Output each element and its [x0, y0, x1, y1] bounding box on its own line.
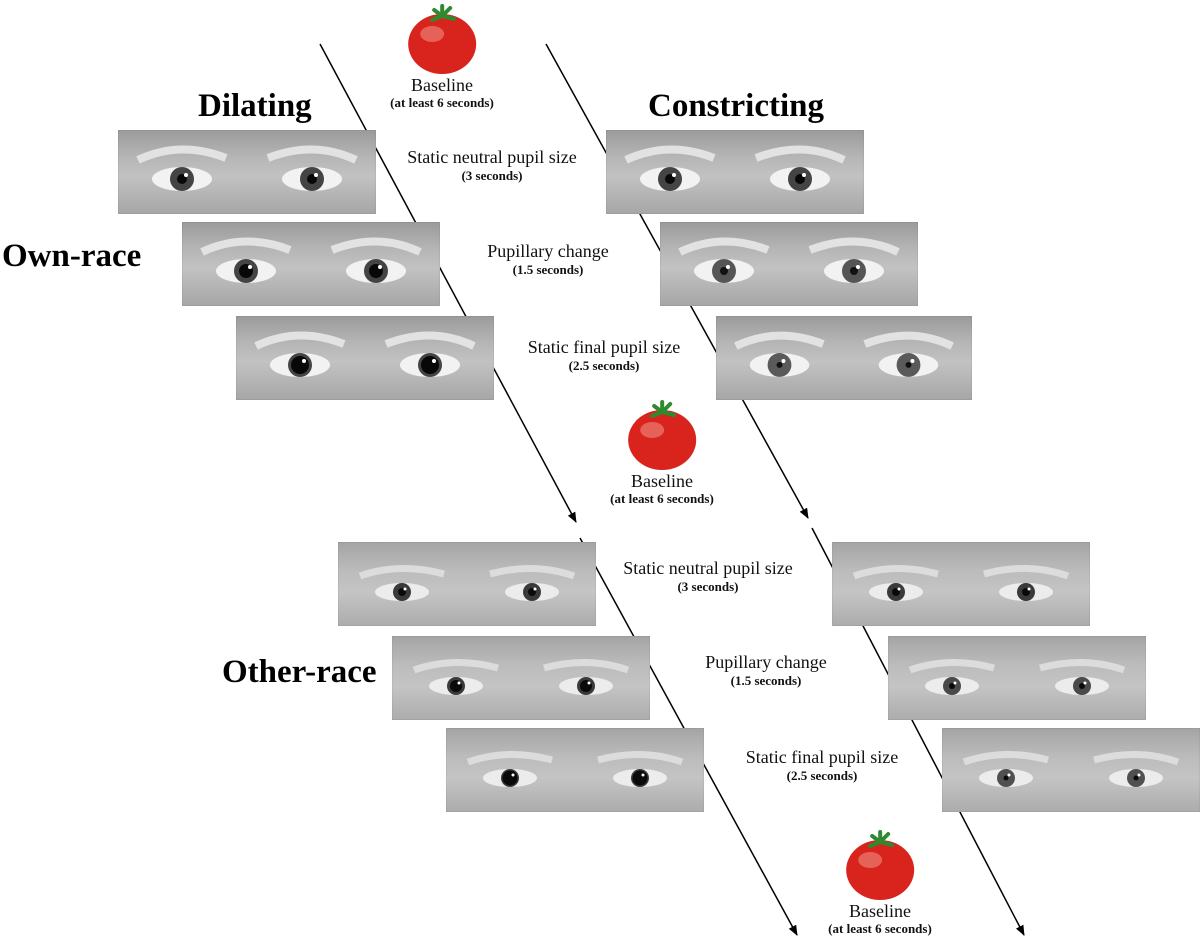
baseline-title: Baseline — [849, 901, 911, 921]
step-duration: (3 seconds) — [677, 579, 739, 594]
step-title: Static neutral pupil size — [407, 147, 577, 167]
step-title: Static final pupil size — [527, 337, 681, 357]
heading-constricting: Constricting — [648, 88, 824, 124]
heading-dilating: Dilating — [198, 88, 312, 124]
step-label-own-final: Static final pupil size (2.5 seconds) — [528, 337, 680, 374]
baseline-title: Baseline — [411, 75, 473, 95]
baseline-title: Baseline — [631, 471, 693, 491]
step-label-other-change: Pupillary change (1.5 seconds) — [705, 652, 826, 689]
eye-image-other-dilating-change — [392, 636, 650, 720]
tomato-icon — [407, 4, 476, 74]
tomato-icon — [845, 830, 914, 900]
eye-image-other-constricting-final — [942, 728, 1200, 812]
baseline-block-middle: Baseline (at least 6 seconds) — [610, 400, 714, 507]
eye-image-other-dilating-final — [446, 728, 704, 812]
heading-own-race: Own-race — [2, 238, 142, 274]
step-duration: (1.5 seconds) — [512, 262, 584, 277]
dilating-timeline-arrow-1 — [319, 43, 577, 523]
eye-image-other-constricting-change — [888, 636, 1146, 720]
heading-other-race: Other-race — [222, 654, 377, 690]
step-label-other-neutral: Static neutral pupil size (3 seconds) — [623, 558, 792, 595]
step-duration: (1.5 seconds) — [730, 673, 802, 688]
step-title: Static neutral pupil size — [623, 558, 793, 578]
step-duration: (2.5 seconds) — [568, 358, 640, 373]
eye-image-own-dilating-neutral — [118, 130, 376, 214]
eye-image-other-dilating-neutral — [338, 542, 596, 626]
step-title: Pupillary change — [487, 241, 609, 261]
step-label-own-change: Pupillary change (1.5 seconds) — [487, 241, 608, 278]
step-title: Static final pupil size — [745, 747, 899, 767]
baseline-duration: (at least 6 seconds) — [828, 921, 932, 936]
baseline-block-top: Baseline (at least 6 seconds) — [390, 4, 494, 111]
tomato-icon — [627, 400, 696, 470]
step-title: Pupillary change — [705, 652, 827, 672]
eye-image-own-constricting-neutral — [606, 130, 864, 214]
eye-image-own-constricting-final — [716, 316, 972, 400]
step-duration: (2.5 seconds) — [786, 768, 858, 783]
step-label-other-final: Static final pupil size (2.5 seconds) — [746, 747, 898, 784]
baseline-duration: (at least 6 seconds) — [610, 491, 714, 506]
eye-image-own-dilating-final — [236, 316, 494, 400]
baseline-block-bottom: Baseline (at least 6 seconds) — [828, 830, 932, 937]
eye-image-own-dilating-change — [182, 222, 440, 306]
eye-image-own-constricting-change — [660, 222, 918, 306]
step-label-own-neutral: Static neutral pupil size (3 seconds) — [407, 147, 576, 184]
baseline-duration: (at least 6 seconds) — [390, 95, 494, 110]
eye-image-other-constricting-neutral — [832, 542, 1090, 626]
step-duration: (3 seconds) — [461, 168, 523, 183]
